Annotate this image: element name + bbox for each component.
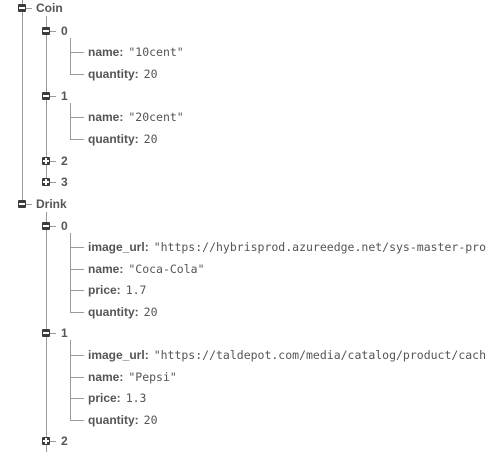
node-drink-0[interactable]: 0 — [61, 219, 68, 233]
node-drink-2[interactable]: 2 — [61, 434, 68, 448]
field-key: quantity: — [88, 132, 139, 146]
plus-icon-stem — [45, 438, 47, 444]
tree-connector — [70, 74, 84, 75]
drink-0-quantity-field[interactable]: quantity: 20 — [88, 304, 158, 320]
tree-connector — [46, 333, 56, 334]
tree-connector — [46, 182, 56, 183]
minus-icon — [43, 332, 49, 334]
tree-connector — [70, 355, 84, 356]
field-key: name: — [88, 45, 124, 59]
drink-2-expand-toggle[interactable] — [42, 437, 50, 445]
drink-1-name-field[interactable]: name: "Pepsi" — [88, 369, 177, 385]
minus-icon — [43, 30, 49, 32]
tree-connector — [22, 0, 23, 207]
drink-1-price-field[interactable]: price: 1.3 — [88, 390, 146, 406]
tree-connector — [22, 204, 32, 205]
tree-connector — [70, 233, 71, 312]
field-value: 20 — [143, 132, 158, 146]
coin-0-quantity-field[interactable]: quantity: 20 — [88, 66, 158, 82]
minus-icon — [19, 7, 25, 9]
field-value: 1.3 — [125, 391, 147, 405]
tree-connector — [70, 377, 84, 378]
field-value: 20 — [143, 305, 158, 319]
field-value: "https://hybrisprod.azureedge.net/sys-ma… — [153, 240, 486, 254]
drink-1-image-url-field[interactable]: image_url: "https://taldepot.com/media/ca… — [88, 347, 486, 363]
drink-1-collapse-toggle[interactable] — [42, 329, 50, 337]
field-key: quantity: — [88, 413, 139, 427]
plus-icon-stem — [45, 158, 47, 164]
node-drink-1[interactable]: 1 — [61, 326, 68, 340]
drink-0-image-url-field[interactable]: image_url: "https://hybrisprod.azureedge.… — [88, 239, 486, 255]
minus-icon — [43, 225, 49, 227]
tree-connector — [70, 420, 84, 421]
field-key: image_url: — [88, 348, 149, 362]
field-key: name: — [88, 370, 124, 384]
field-value: 20 — [143, 67, 158, 81]
tree-connector — [70, 38, 71, 74]
drink-1-quantity-field[interactable]: quantity: 20 — [88, 412, 158, 428]
tree-connector — [70, 290, 84, 291]
field-value: "Pepsi" — [128, 370, 177, 384]
coin-1-quantity-field[interactable]: quantity: 20 — [88, 131, 158, 147]
tree-connector — [46, 441, 56, 442]
coin-3-expand-toggle[interactable] — [42, 178, 50, 186]
node-coin-2[interactable]: 2 — [61, 154, 68, 168]
field-key: quantity: — [88, 305, 139, 319]
field-value: "20cent" — [128, 110, 184, 124]
minus-icon — [19, 203, 25, 205]
field-value: "Coca-Cola" — [128, 262, 205, 276]
drink-0-collapse-toggle[interactable] — [42, 222, 50, 230]
plus-icon-stem — [45, 179, 47, 185]
field-key: image_url: — [88, 240, 149, 254]
field-value: "10cent" — [128, 45, 184, 59]
tree-connector — [70, 312, 84, 313]
field-value: "https://taldepot.com/media/catalog/prod… — [153, 348, 486, 362]
database-tree: Coin 0 name:"10cent" quantity:20 1 name:… — [18, 0, 486, 452]
tree-connector — [70, 247, 84, 248]
tree-connector — [70, 52, 84, 53]
tree-connector — [70, 117, 84, 118]
drink-0-price-field[interactable]: price: 1.7 — [88, 282, 146, 298]
tree-connector — [22, 8, 32, 9]
coin-0-name-field[interactable]: name: "10cent" — [88, 44, 188, 60]
tree-connector — [70, 269, 84, 270]
coin-0-collapse-toggle[interactable] — [42, 27, 50, 35]
tree-connector — [46, 31, 56, 32]
field-key: name: — [88, 262, 124, 276]
tree-connector — [46, 96, 56, 97]
drink-0-name-field[interactable]: name: "Coca-Cola" — [88, 261, 205, 277]
coin-1-name-field[interactable]: name: "20cent" — [88, 109, 188, 125]
node-drink[interactable]: Drink — [36, 197, 67, 211]
tree-connector — [70, 139, 84, 140]
minus-icon — [43, 95, 49, 97]
drink-collapse-toggle[interactable] — [18, 200, 26, 208]
tree-connector — [70, 340, 71, 420]
coin-collapse-toggle[interactable] — [18, 4, 26, 12]
field-value: 20 — [143, 413, 158, 427]
node-coin-0[interactable]: 0 — [61, 24, 68, 38]
node-coin-3[interactable]: 3 — [61, 175, 68, 189]
field-key: quantity: — [88, 67, 139, 81]
field-value: 1.7 — [125, 283, 147, 297]
node-coin[interactable]: Coin — [36, 1, 63, 15]
coin-2-expand-toggle[interactable] — [42, 157, 50, 165]
tree-connector — [46, 226, 56, 227]
field-key: price: — [88, 391, 121, 405]
tree-connector — [70, 398, 84, 399]
field-key: price: — [88, 283, 121, 297]
tree-connector — [70, 103, 71, 139]
tree-connector — [46, 161, 56, 162]
field-key: name: — [88, 110, 124, 124]
coin-1-collapse-toggle[interactable] — [42, 92, 50, 100]
node-coin-1[interactable]: 1 — [61, 89, 68, 103]
